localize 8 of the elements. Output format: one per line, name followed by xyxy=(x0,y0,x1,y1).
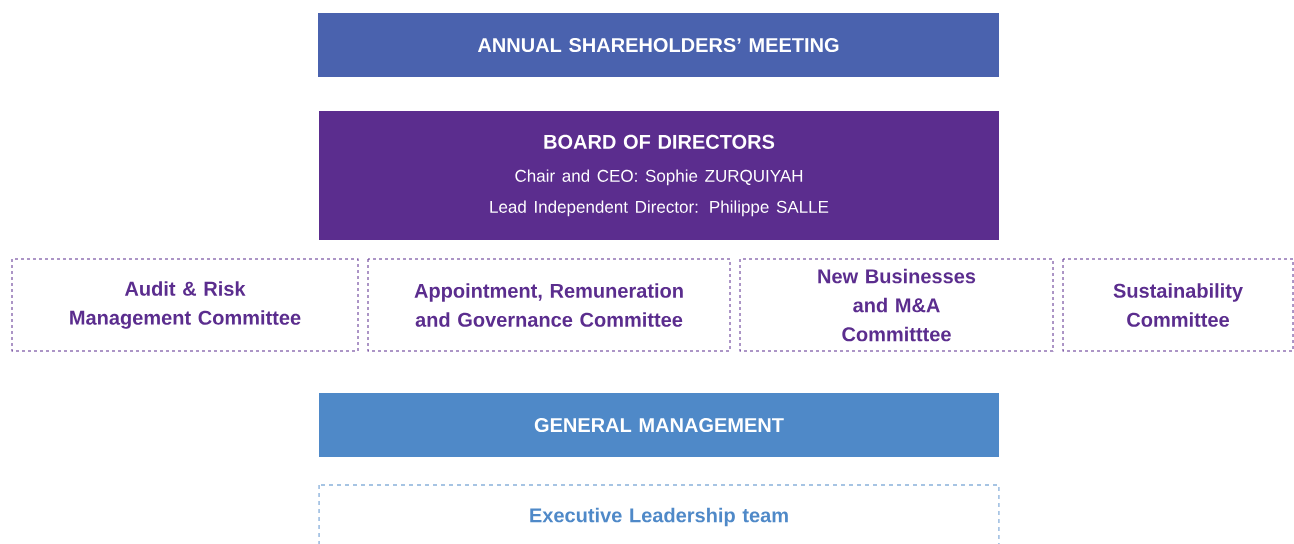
committee-box: Audit & Risk Management Committee xyxy=(11,258,359,352)
management-box: GENERAL MANAGEMENT xyxy=(319,393,999,457)
meeting-box: ANNUAL SHAREHOLDERS’ MEETING xyxy=(318,13,999,77)
leadership-box: Executive Leadership team xyxy=(318,484,1000,544)
committee-box: Appointment, Remuneration and Governance Committee xyxy=(367,258,731,352)
committee-box: Sustainability Committee xyxy=(1062,258,1294,352)
committee-box: New Businesses and M&A Committtee xyxy=(739,258,1054,352)
board-box: BOARD OF DIRECTORS Chair and CEO: Sophie ZURQUIYAH Lead Independent Director: Philippe SALLE xyxy=(319,111,999,240)
